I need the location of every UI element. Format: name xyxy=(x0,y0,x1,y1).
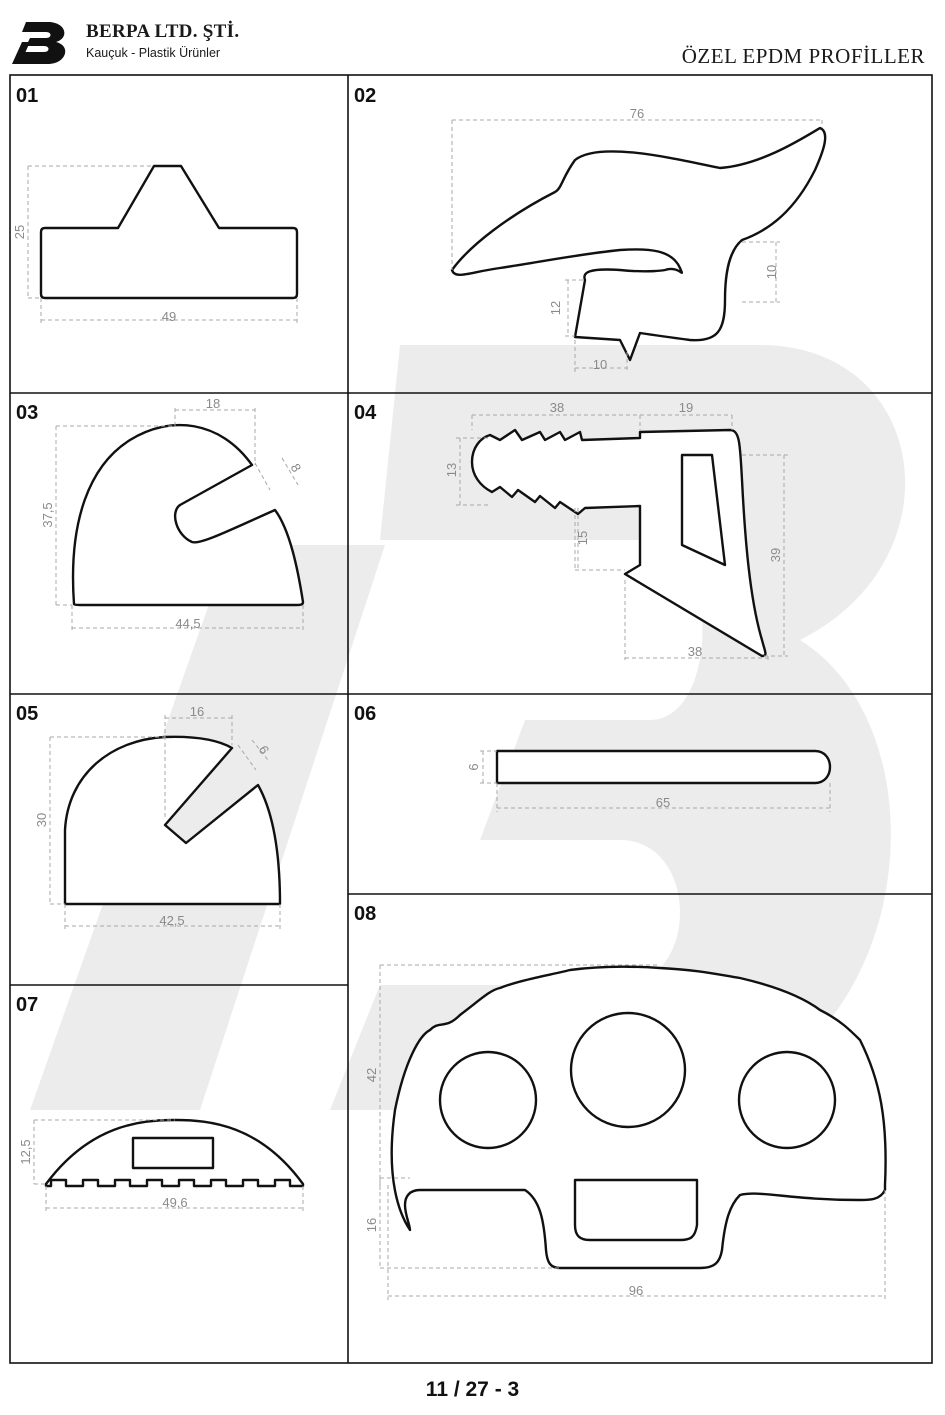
profile-05-label: 05 xyxy=(16,703,38,725)
company-name: BERPA LTD. ŞTİ. xyxy=(86,21,240,42)
document-title: ÖZEL EPDM PROFİLLER xyxy=(681,44,925,68)
profile-03: 03 18 8 37,5 44,5 xyxy=(16,396,304,632)
page-number: 11 / 27 - 3 xyxy=(425,1378,520,1401)
profile-06: 06 6 65 xyxy=(354,703,832,812)
svg-text:65: 65 xyxy=(656,795,670,810)
profile-07: 07 12,5 49,6 xyxy=(16,994,305,1212)
svg-text:25: 25 xyxy=(12,225,27,239)
profile-04-label: 04 xyxy=(354,402,377,424)
svg-text:42: 42 xyxy=(364,1068,379,1082)
svg-text:15: 15 xyxy=(575,531,590,545)
profile-grid xyxy=(9,74,933,1364)
profile-03-label: 03 xyxy=(16,402,38,424)
profile-02-label: 02 xyxy=(354,85,376,107)
profile-08-label: 08 xyxy=(354,903,376,925)
profile-sheet: 01 25 49 02 76 10 12 10 03 18 8 37,5 44,… xyxy=(9,74,933,1364)
svg-text:96: 96 xyxy=(629,1283,643,1298)
svg-text:12,5: 12,5 xyxy=(18,1139,33,1164)
svg-text:38: 38 xyxy=(550,400,564,415)
profile-04: 04 38 19 13 15 39 38 xyxy=(354,400,788,660)
svg-text:39: 39 xyxy=(768,548,783,562)
svg-text:16: 16 xyxy=(364,1218,379,1232)
svg-text:37,5: 37,5 xyxy=(40,502,55,527)
svg-text:16: 16 xyxy=(190,704,204,719)
svg-text:49,6: 49,6 xyxy=(162,1195,187,1210)
svg-text:13: 13 xyxy=(444,463,459,477)
company-tagline: Kauçuk - Plastik Ürünler xyxy=(86,46,221,60)
svg-text:49: 49 xyxy=(162,309,176,324)
svg-text:8: 8 xyxy=(288,461,305,475)
svg-text:30: 30 xyxy=(34,813,49,827)
svg-text:42,5: 42,5 xyxy=(159,913,184,928)
profile-07-label: 07 xyxy=(16,994,38,1016)
svg-text:44,5: 44,5 xyxy=(175,616,200,631)
svg-text:12: 12 xyxy=(548,301,563,315)
berpa-logo xyxy=(12,22,66,64)
svg-text:6: 6 xyxy=(466,763,481,770)
svg-text:76: 76 xyxy=(630,106,644,121)
svg-text:19: 19 xyxy=(679,400,693,415)
svg-text:10: 10 xyxy=(593,357,607,372)
svg-text:38: 38 xyxy=(688,644,702,659)
svg-text:10: 10 xyxy=(764,265,779,279)
svg-text:18: 18 xyxy=(206,396,220,411)
profile-06-label: 06 xyxy=(354,703,376,725)
profile-02: 02 76 10 12 10 xyxy=(354,85,827,372)
profile-08: 08 42 16 96 xyxy=(354,903,887,1300)
profile-01: 01 25 49 xyxy=(12,85,299,324)
profile-01-label: 01 xyxy=(16,85,38,107)
